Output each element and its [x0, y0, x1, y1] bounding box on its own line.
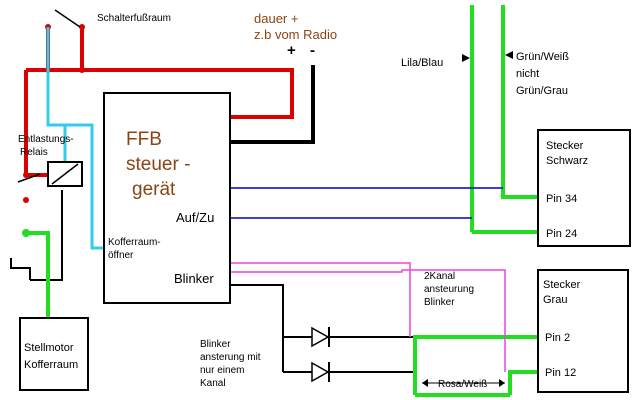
junction-dot [79, 67, 85, 73]
black-ground-wire [230, 65, 315, 144]
stecker-schwarz-label-2: Schwarz [546, 155, 588, 167]
pin12-label: Pin 12 [545, 367, 576, 379]
arrow-lila-blau-icon [462, 54, 470, 62]
stecker-grau-label-2: Grau [543, 294, 567, 306]
junction-dot [23, 172, 29, 178]
relais-label-2: Relais [20, 147, 48, 158]
relais-contact-icon [17, 173, 41, 183]
zweikanal-label-3: Blinker [424, 297, 455, 308]
magenta-wire-pin2 [230, 262, 411, 337]
junction-dot [23, 197, 29, 203]
zweikanal-label-1: 2Kanal [424, 271, 455, 282]
green-wires [26, 5, 540, 397]
stellmotor-label-1: Stellmotor [24, 342, 74, 354]
green-pin2-wire [413, 335, 540, 395]
lila-blau-label: Lila/Blau [401, 57, 443, 69]
zweikanal-label-2: ansteurung [424, 284, 474, 295]
dauer-label-1: dauer + [254, 11, 298, 26]
black-wires [10, 65, 415, 373]
dauer-label-2: z.b vom Radio [254, 27, 337, 42]
ffb-controller-box [103, 92, 231, 304]
rosa-weiss-arrow-icon [422, 379, 505, 387]
ffb-title-2: steuer - [126, 154, 190, 175]
junction-dot [79, 24, 85, 30]
switch-lever [54, 9, 81, 28]
pin24-label: Pin 24 [546, 228, 577, 240]
arrow-gruen-weiss-icon [505, 51, 513, 59]
relais-symbol [17, 161, 83, 187]
minus-label: - [310, 42, 315, 59]
pin2-label: Pin 2 [545, 332, 570, 344]
kofferraum-label-1: Kofferraum- [108, 237, 161, 248]
plus-label: + [287, 42, 296, 59]
black-blinker-wire [230, 284, 284, 320]
schalter-label: Schalterfußraum [97, 13, 171, 24]
auf-zu-label: Auf/Zu [176, 210, 214, 225]
gruen-weiss-label-3: Grün/Grau [516, 85, 568, 97]
green-pin12-wire [508, 370, 540, 395]
rosa-weiss-label: Rosa/Weiß [438, 379, 487, 390]
einkanal-label-2: ansterung mit [200, 352, 261, 363]
red-wire-top [26, 68, 294, 119]
stecker-grau-label-1: Stecker [543, 279, 581, 291]
green-gruen-weiss-wire [501, 5, 540, 199]
diode-bottom-icon [311, 361, 330, 383]
kofferraum-label-2: öffner [108, 250, 134, 261]
stecker-schwarz-label-1: Stecker [546, 140, 584, 152]
diode-top-icon [311, 326, 330, 348]
ffb-title-1: FFB [126, 129, 162, 150]
einkanal-label-3: nur einem [200, 365, 244, 376]
pin34-label: Pin 34 [546, 193, 577, 205]
magenta-wire-pin12 [230, 269, 506, 372]
cyan-kofferraum-wire [46, 27, 104, 250]
gruen-weiss-label-2: nicht [516, 68, 539, 80]
black-wire-relais-motor [30, 190, 63, 281]
green-motor-wire [26, 231, 50, 318]
ffb-title-3: gerät [132, 179, 176, 200]
stellmotor-box [19, 317, 89, 391]
gruen-weiss-label-1: Grün/Weiß [516, 51, 569, 63]
green-junction-dot [22, 229, 30, 237]
stecker-schwarz-box [537, 129, 631, 247]
einkanal-label-4: Kanal [200, 378, 226, 389]
blinker-label: Blinker [174, 271, 214, 286]
einkanal-label-1: Blinker [200, 339, 231, 350]
relais-label-1: Entlastungs- [18, 134, 74, 145]
stecker-grau-box [537, 269, 629, 393]
stellmotor-label-2: Kofferraum [24, 359, 78, 371]
black-ground-symbol [10, 258, 31, 280]
